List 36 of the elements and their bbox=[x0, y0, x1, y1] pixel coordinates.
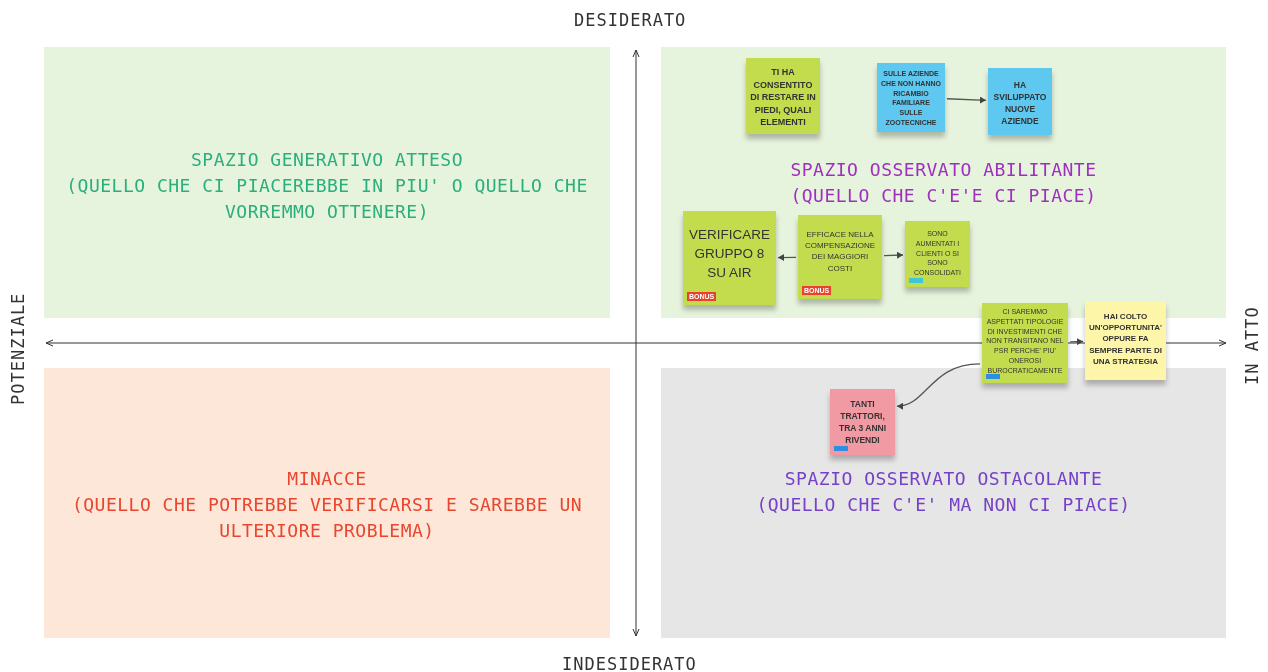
axis-label: IN ATTO bbox=[1242, 306, 1262, 385]
sticky-note bbox=[798, 215, 882, 299]
sticky-note bbox=[988, 68, 1052, 135]
axis-label: INDESIDERATO bbox=[562, 654, 697, 672]
note-text: VERIFICARE GRUPPO 8 SU AIR bbox=[688, 226, 771, 282]
axis-label: DESIDERATO bbox=[574, 10, 687, 30]
quadrant-description: (QUELLO CHE C'E'E CI PIACE) bbox=[789, 184, 1098, 208]
note-text: HA SVILUPPATO NUOVE AZIENDE bbox=[992, 80, 1048, 128]
note-text: EFFICACE NELLA COMPENSAZIONE DEI MAGGIORI COSTI bbox=[803, 229, 877, 274]
quadrant-title: SPAZIO GENERATIVO ATTESO bbox=[189, 148, 465, 172]
quadrant-panel bbox=[661, 47, 1226, 318]
quadrant-panel bbox=[44, 368, 610, 638]
note-text: TI HA CONSENTITO DI RESTARE IN PIEDI, QUALI ELEMENTI bbox=[749, 66, 817, 129]
arrow bbox=[777, 254, 797, 261]
arrow bbox=[896, 363, 981, 409]
quadrant-panel bbox=[44, 47, 610, 318]
sticky-note bbox=[746, 58, 820, 134]
sticky-note bbox=[1085, 301, 1166, 380]
axis-label: POTENZIALE bbox=[8, 292, 28, 405]
note-text: TANTI TRATTORI, TRA 3 ANNI RIVENDI bbox=[837, 399, 888, 447]
note-text: HAI COLTO UN'OPPORTUNITA' OPPURE FA SEMPRE PARTE DI UNA STRATEGIA bbox=[1088, 311, 1163, 367]
quadrant-panel bbox=[661, 368, 1226, 638]
arrow bbox=[1069, 338, 1084, 346]
quadrant-title: MINACCE bbox=[286, 467, 368, 491]
quadrant-title: SPAZIO OSSERVATO ABILITANTE bbox=[789, 158, 1098, 182]
sticky-note bbox=[877, 63, 945, 132]
sticky-note bbox=[982, 303, 1068, 383]
quadrant-description: (QUELLO CHE POTREBBE VERIFICARSI E SAREBBE UN ULTERIORE PROBLEMA) bbox=[70, 493, 584, 543]
arrow bbox=[883, 251, 904, 259]
quadrant-title: SPAZIO OSSERVATO OSTACOLANTE bbox=[783, 467, 1104, 491]
sticky-note bbox=[830, 389, 895, 455]
quadrant-description: (QUELLO CHE CI PIACEREBBE IN PIU' O QUELLO CHE VORREMMO OTTENERE) bbox=[65, 174, 589, 224]
sticky-note bbox=[683, 211, 776, 305]
quadrant-description: (QUELLO CHE C'E' MA NON CI PIACE) bbox=[755, 493, 1132, 517]
sticky-note bbox=[905, 221, 970, 287]
arrow bbox=[946, 96, 987, 104]
